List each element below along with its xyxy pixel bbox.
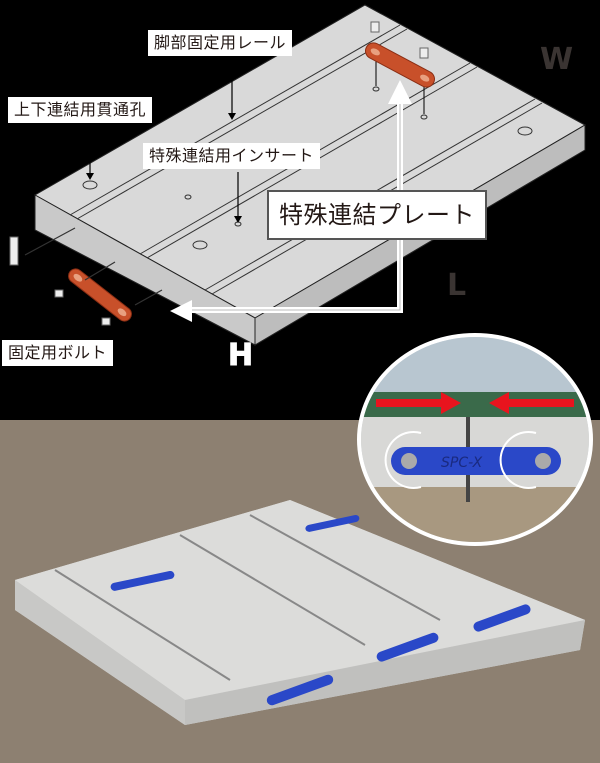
detail-inset: SPC-X (357, 333, 593, 546)
axis-h: H (227, 338, 254, 374)
side-plate (68, 268, 132, 322)
label-bolt: 固定用ボルト (2, 340, 114, 366)
axis-w: W (540, 42, 574, 77)
top-plate (365, 42, 435, 88)
axis-l: L (447, 268, 467, 303)
label-plate: 特殊連結プレート (267, 190, 487, 240)
product-photo (0, 420, 600, 763)
label-rail: 脚部固定用レール (148, 30, 293, 56)
plate-text: SPC-X (441, 455, 483, 471)
label-insert: 特殊連結用インサート (143, 143, 321, 169)
label-through-hole: 上下連結用貫通孔 (8, 97, 153, 123)
exploded-diagram: 脚部固定用レール 上下連結用貫通孔 特殊連結用インサート 特殊連結プレート 固定… (2, 4, 587, 374)
